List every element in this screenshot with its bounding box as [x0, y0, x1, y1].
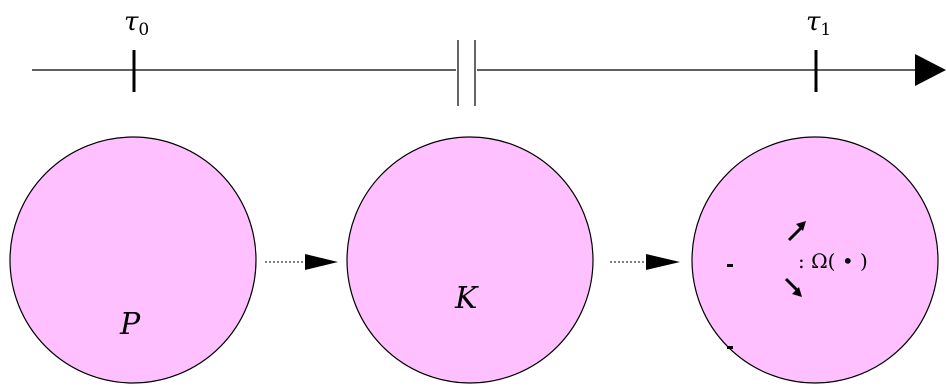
marker-label-tau-1: τ1: [806, 7, 831, 40]
marker-label-tau-0: τ0: [124, 7, 149, 40]
transition-arrows: [265, 254, 680, 270]
final-state-contents: : Ω( • ): [727, 221, 868, 349]
transition-arrowhead-p-k-icon: [305, 254, 338, 270]
up-right-arrow-icon: [787, 221, 806, 242]
timeline: τ0 τ1: [32, 7, 946, 106]
transition-arrowhead-k-final-icon: [646, 254, 680, 270]
down-right-arrow-icon: [784, 277, 802, 297]
state-circle-final: [691, 136, 939, 384]
small-dash-mark-bottom: [727, 346, 733, 349]
state-circle-k: [346, 136, 594, 384]
omega-annotation: : Ω( • ): [798, 249, 868, 273]
small-dash-mark: [727, 264, 733, 267]
state-circles: P K: [9, 136, 939, 384]
state-circle-p: [9, 136, 257, 384]
timeline-arrowhead-icon: [915, 54, 946, 86]
axis-break-icon: [457, 40, 476, 106]
state-label-p: P: [119, 307, 141, 342]
state-label-k: K: [454, 281, 479, 316]
